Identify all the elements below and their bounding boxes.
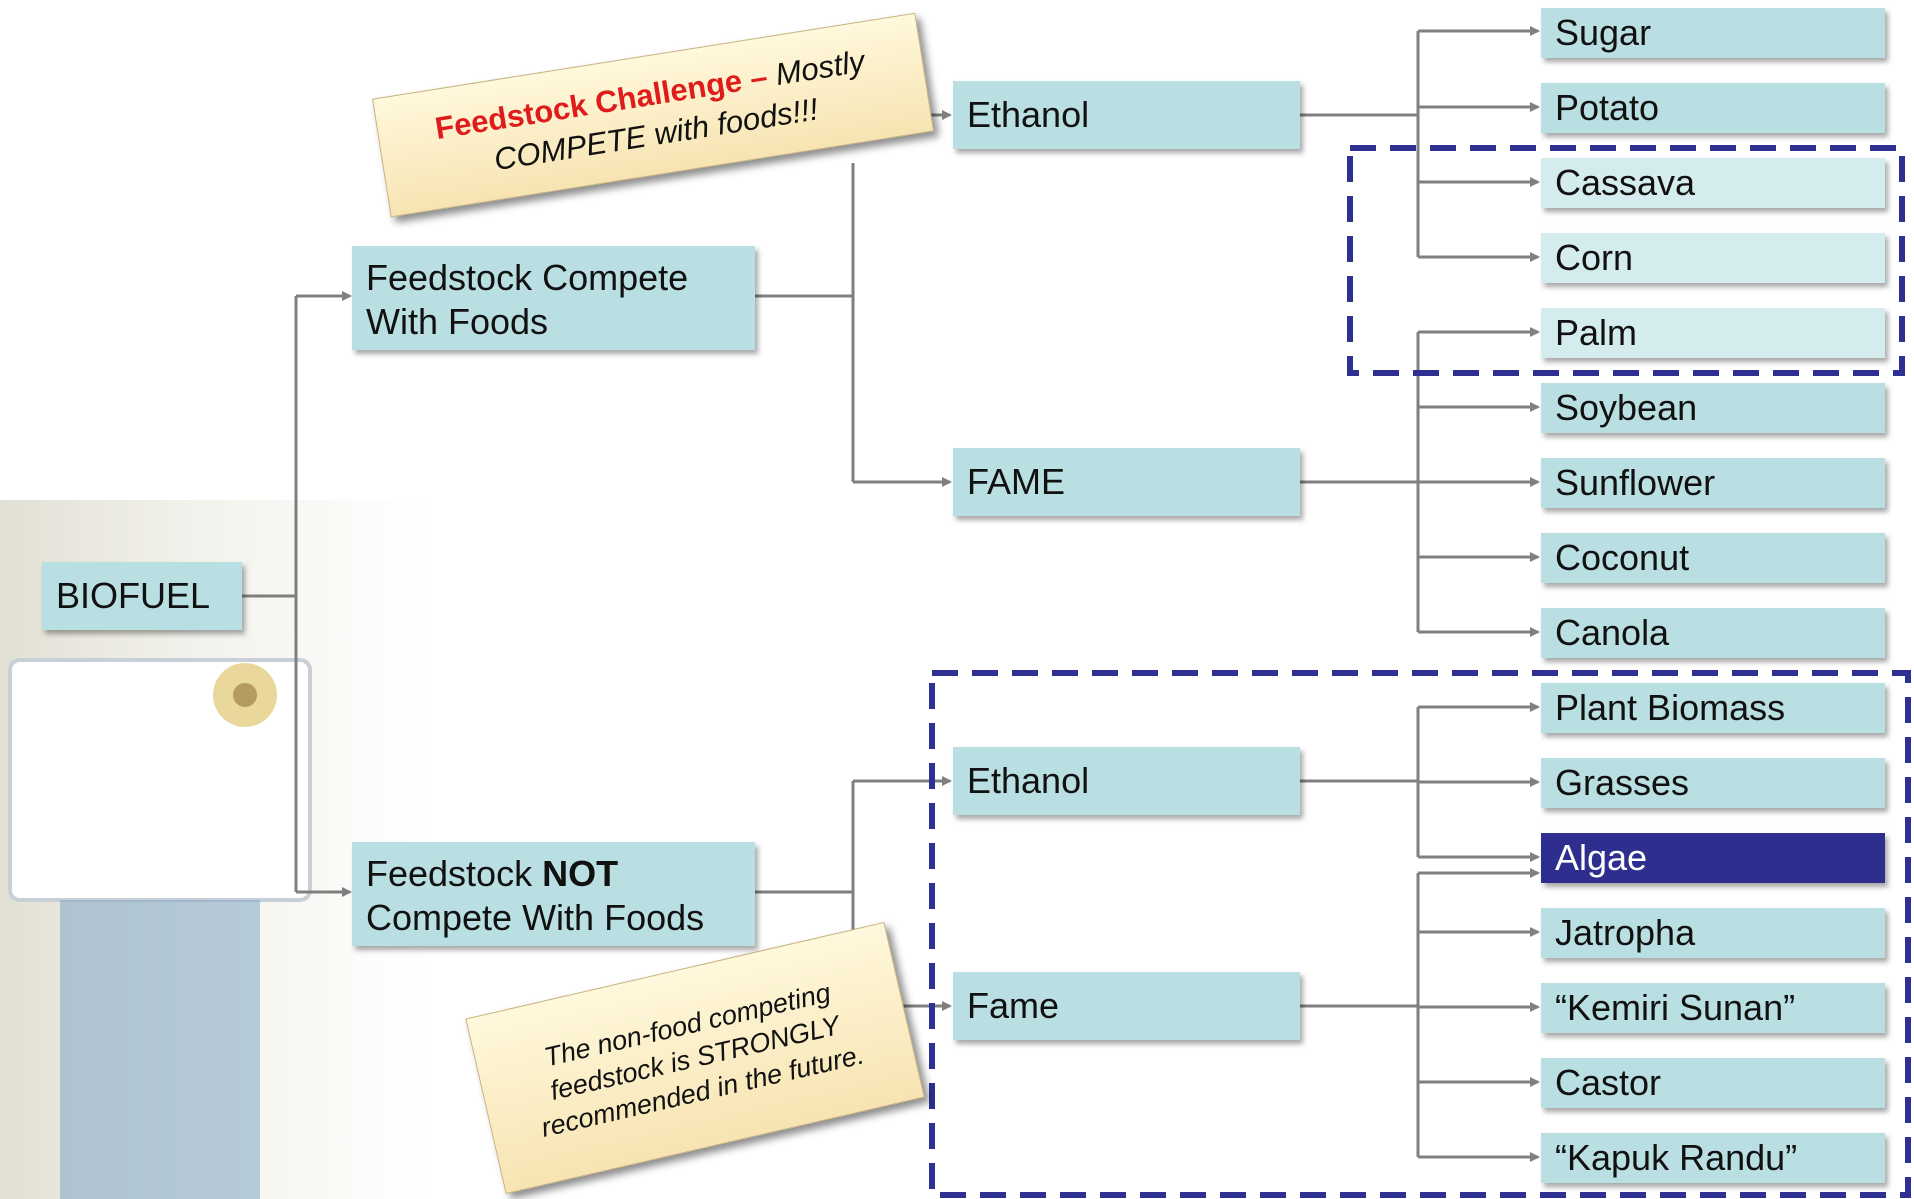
feedstock-kapuk-randu-label: “Kapuk Randu” — [1555, 1137, 1798, 1178]
feedstock-kapuk-randu: “Kapuk Randu” — [1541, 1133, 1885, 1183]
feedstock-soybean-label: Soybean — [1555, 387, 1698, 428]
node-ethanol-compete: Ethanol — [953, 81, 1300, 149]
feedstock-palm: Palm — [1541, 308, 1885, 358]
feedstock-plant-biomass-label: Plant Biomass — [1555, 687, 1786, 728]
feedstock-grasses: Grasses — [1541, 758, 1885, 808]
feedstock-soybean: Soybean — [1541, 383, 1885, 433]
feedstock-canola-label: Canola — [1555, 612, 1670, 653]
dashed-group-non-food — [929, 670, 1911, 1198]
feedstock-cassava-label: Cassava — [1555, 162, 1696, 203]
feedstock-algae: Algae — [1541, 833, 1885, 883]
node-feedstock-compete: Feedstock Compete With Foods — [352, 246, 755, 350]
not-compete-bold: NOT — [542, 853, 619, 894]
compete-label-line2: With Foods — [366, 301, 549, 342]
dashed-group-cassava-corn-palm — [1347, 145, 1905, 376]
feedstock-canola: Canola — [1541, 608, 1885, 658]
feedstock-kemiri-sunan: “Kemiri Sunan” — [1541, 983, 1885, 1033]
feedstock-cassava: Cassava — [1541, 158, 1885, 208]
node-fame-non-food-label: Fame — [967, 985, 1060, 1026]
feedstock-coconut-label: Coconut — [1555, 537, 1690, 578]
compete-label-line1: Feedstock Compete — [366, 257, 689, 298]
note-top-italic1: Mostly — [764, 43, 867, 94]
not-compete-label-line2: Compete With Foods — [366, 897, 705, 938]
node-biofuel-label: BIOFUEL — [56, 575, 211, 616]
feedstock-castor-label: Castor — [1555, 1062, 1662, 1103]
feedstock-algae-label: Algae — [1555, 837, 1648, 878]
not-compete-prefix: Feedstock — [366, 853, 543, 894]
node-biofuel: BIOFUEL — [42, 562, 242, 630]
feedstock-palm-label: Palm — [1555, 312, 1638, 353]
feedstock-sugar-label: Sugar — [1555, 12, 1652, 53]
node-fame-compete: FAME — [953, 448, 1300, 516]
node-ethanol-compete-label: Ethanol — [967, 94, 1090, 135]
feedstock-sugar: Sugar — [1541, 8, 1885, 58]
feedstock-kemiri-sunan-label: “Kemiri Sunan” — [1555, 987, 1796, 1028]
feedstock-castor: Castor — [1541, 1058, 1885, 1108]
feedstock-potato: Potato — [1541, 83, 1885, 133]
feedstock-coconut: Coconut — [1541, 533, 1885, 583]
node-fame-compete-label: FAME — [967, 461, 1066, 502]
feedstock-potato-label: Potato — [1555, 87, 1660, 128]
node-feedstock-not-compete: Feedstock NOT Compete With Foods — [352, 842, 755, 946]
feedstock-jatropha: Jatropha — [1541, 908, 1885, 958]
feedstock-grasses-label: Grasses — [1555, 762, 1690, 803]
node-fame-non-food: Fame — [953, 972, 1300, 1040]
node-ethanol-non-food: Ethanol — [953, 747, 1300, 815]
feedstock-plant-biomass: Plant Biomass — [1541, 683, 1885, 733]
feedstock-jatropha-label: Jatropha — [1555, 912, 1696, 953]
feedstock-sunflower: Sunflower — [1541, 458, 1885, 508]
not-compete-label-line1: Feedstock NOT — [366, 852, 741, 896]
feedstock-sunflower-label: Sunflower — [1555, 462, 1716, 503]
node-ethanol-non-food-label: Ethanol — [967, 760, 1090, 801]
feedstock-corn: Corn — [1541, 233, 1885, 283]
feedstock-corn-label: Corn — [1555, 237, 1634, 278]
